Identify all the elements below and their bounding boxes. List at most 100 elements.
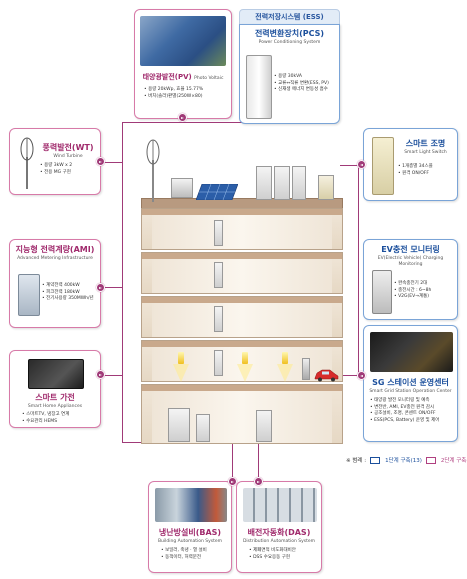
smart-light-connector-dot xyxy=(357,160,366,169)
sg-item: 태양광 발전 모니터링 및 예측 xyxy=(370,398,455,405)
bas-item: 보일러, 축냉 · 열 설비 xyxy=(161,548,229,555)
sg-photo xyxy=(370,332,453,372)
ami-item: 계약전력 400kW xyxy=(42,283,94,290)
sg-connector-dot xyxy=(357,371,366,380)
connector-line xyxy=(340,375,358,376)
floor-5-rack xyxy=(214,220,223,246)
connector-line xyxy=(100,287,122,288)
ami-card: 지능형 전력계량(AMI) Advanced Metering Infrastr… xyxy=(9,239,101,328)
lamp-icon xyxy=(282,352,288,364)
home-item: 수요관리 HEMS xyxy=(22,419,98,426)
legend-phase1-swatch xyxy=(370,456,381,464)
sg-subtitle: Smart Grid Station Operation Center xyxy=(369,389,452,394)
ami-subtitle: Advanced Metering Infrastructure xyxy=(17,256,93,261)
das-title: 배전자동화(DAS) xyxy=(247,528,311,537)
pcs-item: 신재생 에너지 변동성 흡수 xyxy=(274,87,329,94)
roof-battery-rack-3 xyxy=(292,166,306,200)
das-subtitle: Distribution Automation System xyxy=(242,539,316,544)
legend-phase1-label: 1단계 구축(13) xyxy=(385,458,422,464)
bas-card: 냉난방설비(BAS) Building Automation System 보일… xyxy=(148,481,232,573)
connector-line xyxy=(340,165,358,166)
floor-1-panel xyxy=(196,414,210,442)
building xyxy=(141,208,343,444)
home-title: 스마트 가전 xyxy=(35,393,75,402)
legend: ※ 범례 : 1단계 구축(13) 2단계 구축(14) xyxy=(346,456,467,464)
smart-light-item: 1개층별 34스플 xyxy=(398,164,455,171)
bas-subtitle: Building Automation System xyxy=(157,539,223,544)
pcs-item: 용량 30kVA xyxy=(274,74,329,81)
legend-prefix: ※ 범례 : xyxy=(346,458,367,464)
home-photo xyxy=(28,359,84,389)
ev-item: 완속충전기 2대 xyxy=(394,281,431,288)
wt-title: 풍력발전(WT) xyxy=(42,143,94,152)
bas-connector-dot xyxy=(228,477,237,486)
sg-item: 공조설비, 조명, 콘센트 ON/OFF xyxy=(370,411,455,418)
connector-line xyxy=(232,444,233,484)
ess-header: 전력저장시스템 (ESS) xyxy=(239,9,340,25)
wind-turbine-icon xyxy=(146,139,160,202)
ev-photo xyxy=(372,270,392,314)
connector-line xyxy=(230,122,244,123)
ami-connector-dot xyxy=(96,283,105,292)
sg-title: SG 스테이션 운영센터 xyxy=(372,378,449,387)
building-floor-4 xyxy=(141,252,343,294)
wt-photo xyxy=(20,137,34,189)
roof-battery-rack-2 xyxy=(274,166,290,200)
building-floor-5 xyxy=(141,208,343,250)
pv-card: 태양광발전(PV) Photo Voltaic 용량 20kWp, 효율 15.… xyxy=(134,9,232,119)
pcs-photo xyxy=(246,55,272,119)
ev-title: EV충전 모니터링 xyxy=(381,245,440,254)
pv-item: 버치(솔라)판별(250W×80) xyxy=(144,94,228,101)
ami-item: 피크전력 180kW xyxy=(42,290,94,297)
home-subtitle: Smart Home Appliances xyxy=(27,404,83,409)
smart-light-title: 스마트 조명 xyxy=(405,139,446,148)
legend-phase2-label: 2단계 구축(14) xyxy=(440,458,467,464)
pv-connector-dot xyxy=(178,113,187,122)
wt-card: 풍력발전(WT) Wind Turbine 용량 3kW x 2 전용 MG 구… xyxy=(9,128,101,195)
ev-item: 충전시간 : 6~8h xyxy=(394,288,431,295)
floor-3-rack xyxy=(214,306,223,332)
ev-subtitle: EV(Electric Vehicle) Charging Monitoring xyxy=(377,256,444,267)
ami-photo xyxy=(18,274,40,316)
home-card: 스마트 가전 Smart Home Appliances 스마트TV, 냉장고 … xyxy=(9,350,101,428)
das-card: 배전자동화(DAS) Distribution Automation Syste… xyxy=(236,481,322,573)
das-photo xyxy=(243,488,317,522)
pv-subtitle: Photo Voltaic xyxy=(194,76,224,81)
ev-charger xyxy=(302,358,310,380)
light-beam xyxy=(237,364,253,382)
smart-light-photo xyxy=(372,137,394,195)
pv-title: 태양광발전(PV) xyxy=(142,73,192,81)
wt-item: 용량 3kW x 2 xyxy=(40,163,98,170)
pcs-title: 전력변환장치(PCS) xyxy=(254,29,325,38)
roof-equipment-1 xyxy=(171,178,193,198)
pv-item: 용량 20kWp, 효율 15.77% xyxy=(144,87,228,94)
pv-photo xyxy=(140,16,226,66)
light-beam xyxy=(173,364,189,382)
pcs-item: 교류↔직류 변환(ESS, PV) xyxy=(274,81,329,88)
das-item: 제폐면적 비도화대비안 xyxy=(249,548,319,555)
lamp-icon xyxy=(242,352,248,364)
floor-1-rack xyxy=(168,408,190,442)
bas-title: 냉난방설비(BAS) xyxy=(158,528,222,537)
wt-subtitle: Wind Turbine xyxy=(53,154,83,159)
ev-card: EV충전 모니터링 EV(Electric Vehicle) Charging … xyxy=(363,239,458,320)
floor-1-cabinet xyxy=(256,410,272,442)
lamp-icon xyxy=(178,352,184,364)
smart-light-card: 스마트 조명 Smart Light Switch 1개층별 34스플 원격 O… xyxy=(363,128,458,201)
wt-item: 전용 MG 구현 xyxy=(40,170,98,177)
wt-connector-dot xyxy=(96,157,105,166)
connector-line xyxy=(100,375,122,376)
sg-card: SG 스테이션 운영센터 Smart Grid Station Operatio… xyxy=(363,325,458,442)
das-connector-dot xyxy=(254,477,263,486)
bas-item: 동객이터, 허력문전 xyxy=(161,555,229,562)
ev-item: V2G(EV→계통) xyxy=(394,294,431,301)
legend-phase2-swatch xyxy=(425,456,436,464)
ami-item: 전기사용량 350MWh/년 xyxy=(42,296,94,303)
sg-item: ESS(PCS, Battery) 운영 및 제어 xyxy=(370,418,455,425)
pcs-card: 전력변환장치(PCS) Power Conditioning System 용량… xyxy=(239,24,340,124)
bas-photo xyxy=(155,488,227,522)
das-item: DSS 수요응동 구현 xyxy=(249,555,319,562)
smart-light-item: 원격 ON/OFF xyxy=(398,171,455,178)
connector-line xyxy=(122,122,123,442)
sg-item: 변전반, AMI, EV충전 원격 감시 xyxy=(370,405,455,412)
